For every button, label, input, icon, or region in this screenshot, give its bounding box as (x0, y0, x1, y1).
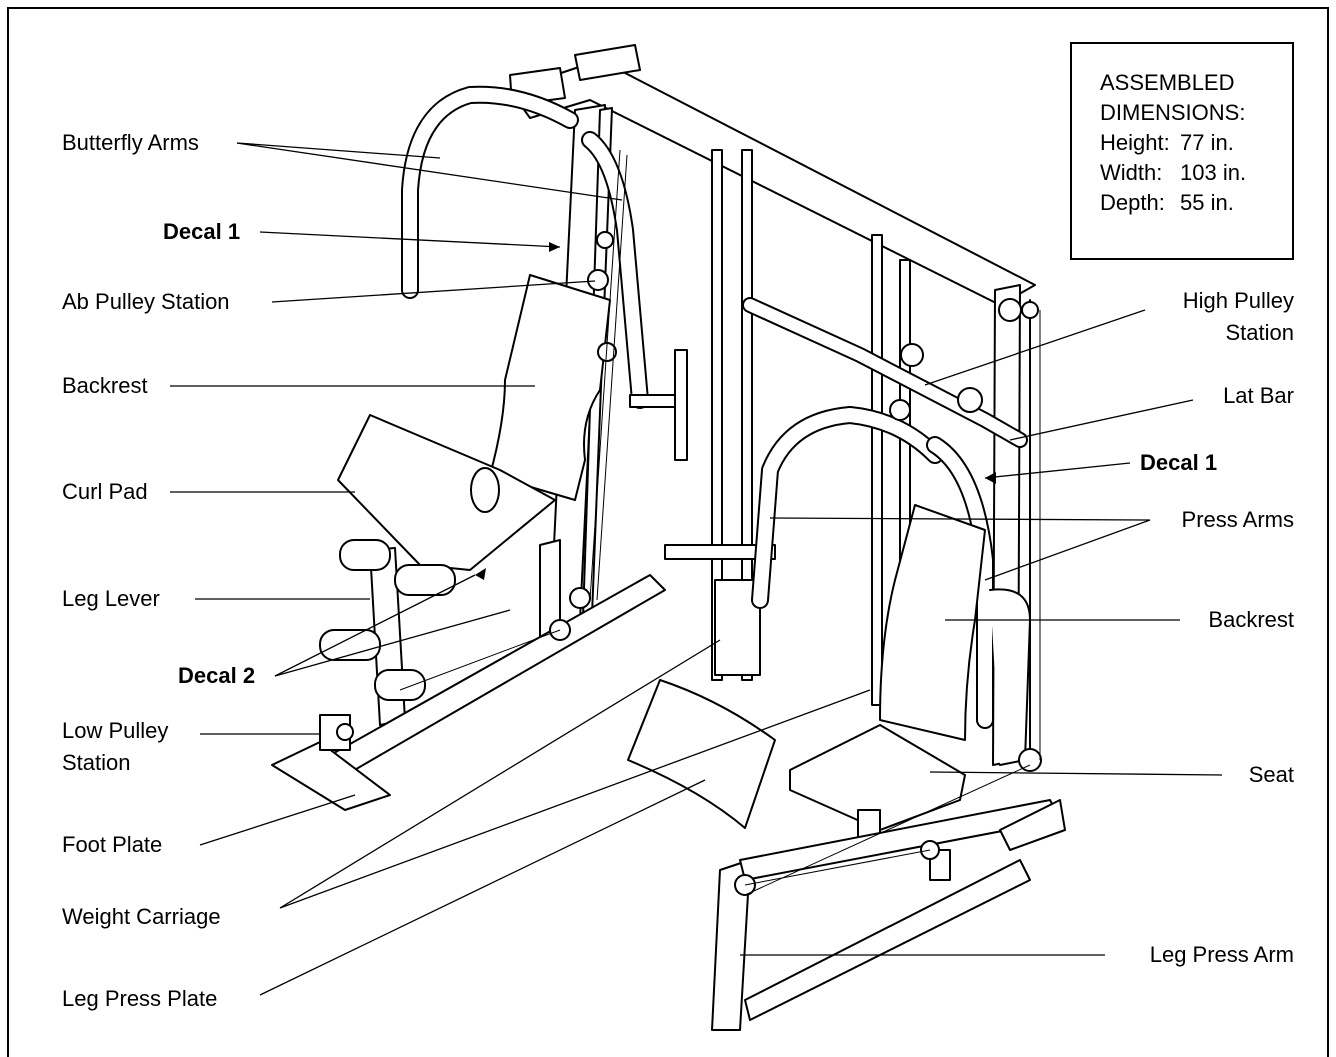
label-high-pulley-line2: Station (1225, 320, 1295, 345)
seat (789, 724, 966, 831)
label-backrest-left: Backrest (62, 373, 148, 398)
base-bar (294, 574, 666, 791)
label-butterfly-arms: Butterfly Arms (62, 130, 199, 155)
label-high-pulley-line1: High Pulley (1182, 288, 1294, 313)
label-leg-press-plate: Leg Press Plate (62, 986, 218, 1011)
arrowheads (475, 242, 996, 580)
curl-pad (337, 414, 556, 571)
dimension-row-height: Height: 77 in. (1100, 128, 1292, 158)
label-press-arms: Press Arms (1181, 507, 1294, 532)
dimensions-title-line2: DIMENSIONS: (1100, 100, 1246, 125)
dimension-row-width: Width: 103 in. (1100, 158, 1292, 188)
label-decal1-left: Decal 1 (163, 219, 241, 244)
label-leg-press-arm: Leg Press Arm (1149, 942, 1294, 967)
label-backrest-right: Backrest (1208, 607, 1294, 632)
label-weight-carriage: Weight Carriage (62, 904, 221, 929)
backrest-right (879, 504, 986, 741)
backrest-left (489, 274, 611, 501)
label-foot-plate: Foot Plate (62, 832, 163, 857)
label-seat: Seat (1248, 762, 1294, 787)
dimension-label: Width: (1100, 160, 1163, 185)
label-decal2: Decal 2 (178, 663, 256, 688)
label-leg-lever: Leg Lever (62, 586, 160, 611)
weight-stack-rod (711, 149, 723, 681)
leader-lines (170, 142, 1223, 996)
foot-plate (271, 741, 391, 811)
dimension-value: 55 in. (1180, 190, 1234, 215)
dimension-value: 103 in. (1180, 160, 1247, 185)
label-low-pulley-line1: Low Pulley (62, 718, 169, 743)
assembled-dimensions-box: ASSEMBLED DIMENSIONS: Height: 77 in. Wid… (1070, 42, 1294, 260)
dimension-label: Depth: (1100, 190, 1165, 215)
dimension-label: Height: (1100, 130, 1170, 155)
label-low-pulley-line2: Station (62, 750, 131, 775)
dimension-value: 77 in. (1180, 130, 1234, 155)
figure-frame (7, 7, 1329, 1057)
label-lat-bar: Lat Bar (1223, 383, 1294, 408)
label-curl-pad: Curl Pad (62, 479, 148, 504)
leg-press-plate (627, 679, 776, 829)
dimension-row-depth: Depth: 55 in. (1100, 188, 1292, 218)
label-decal1-right: Decal 1 (1140, 450, 1218, 475)
roller-pads (319, 539, 456, 701)
label-ab-pulley-station: Ab Pulley Station (62, 289, 230, 314)
dimensions-title-line1: ASSEMBLED (1100, 70, 1235, 95)
